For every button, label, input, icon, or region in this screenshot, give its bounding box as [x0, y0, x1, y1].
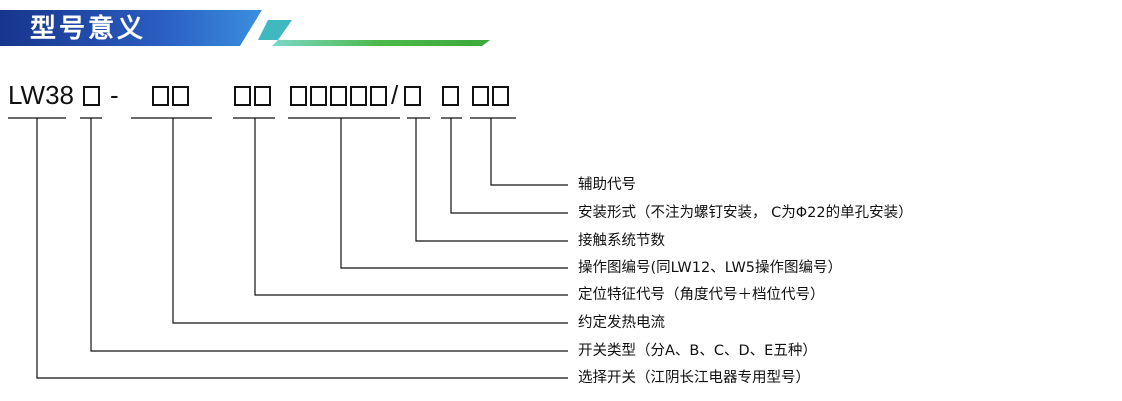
leader-current: [172, 118, 568, 324]
section-header: 型号意义: [0, 0, 520, 52]
page-title: 型号意义: [30, 14, 147, 44]
leader-select: [36, 118, 568, 379]
code-box-diagram-5: [370, 86, 387, 106]
desc-select: 选择开关（江阴长江电器专用型号）: [578, 370, 810, 386]
code-box-sections: [404, 86, 421, 106]
desc-switch-type: 开关类型（分A、B、C、D、E五种）: [578, 343, 817, 359]
code-box-aux-1: [472, 86, 489, 106]
code-box-positioning-2: [254, 86, 271, 106]
code-box-diagram-1: [290, 86, 307, 106]
leader-positioning: [254, 118, 568, 296]
leader-aux: [490, 118, 568, 186]
code-box-mount: [442, 86, 459, 106]
code-box-diagram-3: [330, 86, 347, 106]
leader-mount: [450, 118, 568, 214]
desc-current: 约定发热电流: [578, 315, 665, 331]
desc-aux: 辅助代号: [578, 177, 636, 193]
leader-diagram-no: [340, 118, 568, 269]
desc-sections: 接触系统节数: [578, 233, 665, 249]
desc-mount: 安装形式（不注为螺钉安装， C为Φ22的单孔安装）: [578, 205, 913, 221]
code-box-current-1: [152, 86, 169, 106]
code-box-diagram-2: [310, 86, 327, 106]
code-box-diagram-4: [350, 86, 367, 106]
code-box-positioning-1: [234, 86, 251, 106]
model-slash: /: [391, 80, 399, 110]
desc-positioning: 定位特征代号（角度代号＋档位代号）: [578, 287, 825, 303]
code-box-switch-type: [83, 86, 100, 106]
code-box-aux-2: [492, 86, 509, 106]
code-box-current-2: [172, 86, 189, 106]
model-dash: -: [110, 80, 119, 110]
header-banner-graphic: [0, 10, 490, 46]
leader-sections: [415, 118, 568, 242]
desc-diagram-no: 操作图编号(同LW12、LW5操作图编号）: [578, 260, 843, 276]
leader-switch-type: [90, 118, 568, 352]
model-prefix: LW38: [8, 80, 74, 110]
